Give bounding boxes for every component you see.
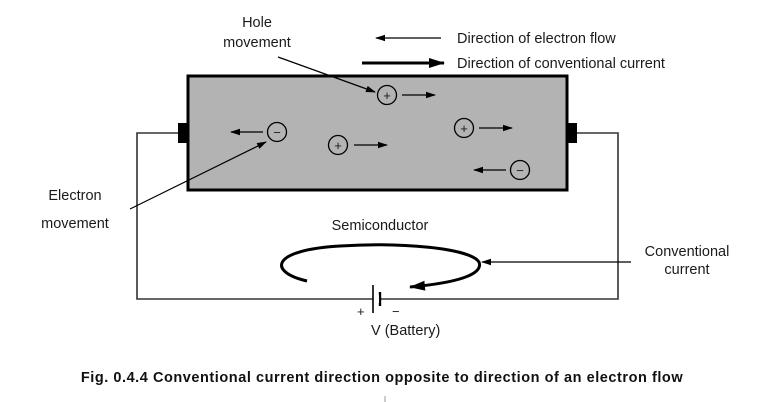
- legend: Direction of electron flow Direction of …: [362, 31, 665, 72]
- battery-plus-sign: +: [357, 304, 365, 319]
- electron-movement-pointer: [129, 141, 267, 210]
- battery-minus-sign: −: [392, 304, 400, 319]
- svg-text:+: +: [460, 121, 468, 136]
- hole-movement-label-line2: movement: [223, 35, 291, 51]
- electron-movement-label-line2: movement: [41, 216, 109, 232]
- electron-movement-label-line1: Electron: [48, 188, 101, 204]
- hole-movement-pointer: [277, 56, 376, 93]
- svg-text:+: +: [383, 88, 391, 103]
- left-contact: [178, 123, 188, 143]
- svg-text:+: +: [334, 138, 342, 153]
- figure-caption: Fig. 0.4.4 Conventional current directio…: [81, 370, 684, 386]
- svg-text:−: −: [516, 163, 524, 178]
- electron-charge: −: [230, 121, 288, 143]
- legend-conventional-current-label: Direction of conventional current: [457, 56, 665, 72]
- hole-charge: +: [453, 117, 513, 139]
- semiconductor-label: Semiconductor: [332, 218, 429, 234]
- battery-symbol: [372, 285, 382, 313]
- hole-charge: +: [327, 134, 388, 156]
- right-contact: [567, 123, 577, 143]
- svg-text:−: −: [273, 125, 281, 140]
- circuit-wire: [136, 132, 619, 300]
- conventional-current-label-line1: Conventional: [645, 244, 730, 260]
- electron-charge: −: [473, 159, 531, 181]
- battery-label: V (Battery): [371, 323, 440, 339]
- curved-current-arrow: [280, 243, 481, 291]
- hole-charge: +: [376, 84, 436, 106]
- conventional-current-label-line2: current: [664, 262, 709, 278]
- legend-electron-flow-label: Direction of electron flow: [457, 31, 616, 47]
- hole-movement-label-line1: Hole: [242, 15, 272, 31]
